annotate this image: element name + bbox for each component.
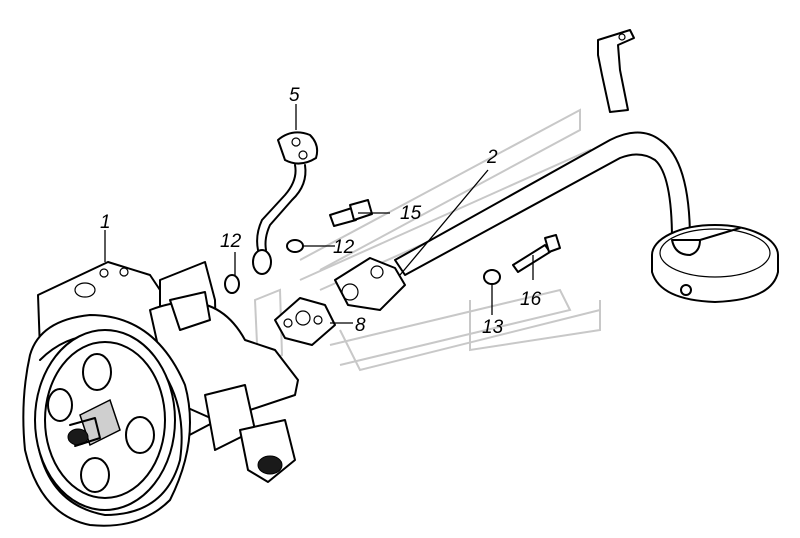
callout-13: 13 [482, 317, 504, 338]
callout-labels: 1 2 5 8 12 12 13 15 16 [100, 85, 542, 338]
part-2-suction-pipe [394, 29, 779, 303]
part-5-tube [252, 131, 319, 275]
pipe-flange [334, 257, 406, 311]
leader-lines [104, 104, 534, 324]
part-12-washers [224, 239, 304, 294]
part-16-bolt [512, 234, 561, 273]
callout-2: 2 [486, 147, 498, 168]
callout-1: 1 [100, 212, 111, 233]
callout-8: 8 [355, 315, 366, 336]
callout-12b: 12 [333, 237, 355, 258]
part-8-gasket [274, 297, 336, 346]
part-13-washer [483, 269, 501, 285]
callout-12a: 12 [220, 231, 242, 252]
callout-15: 15 [400, 203, 422, 224]
callout-16: 16 [520, 289, 542, 310]
part-1-oil-pump [22, 261, 299, 527]
part-15-bolt [329, 199, 373, 227]
callout-5: 5 [289, 85, 300, 106]
